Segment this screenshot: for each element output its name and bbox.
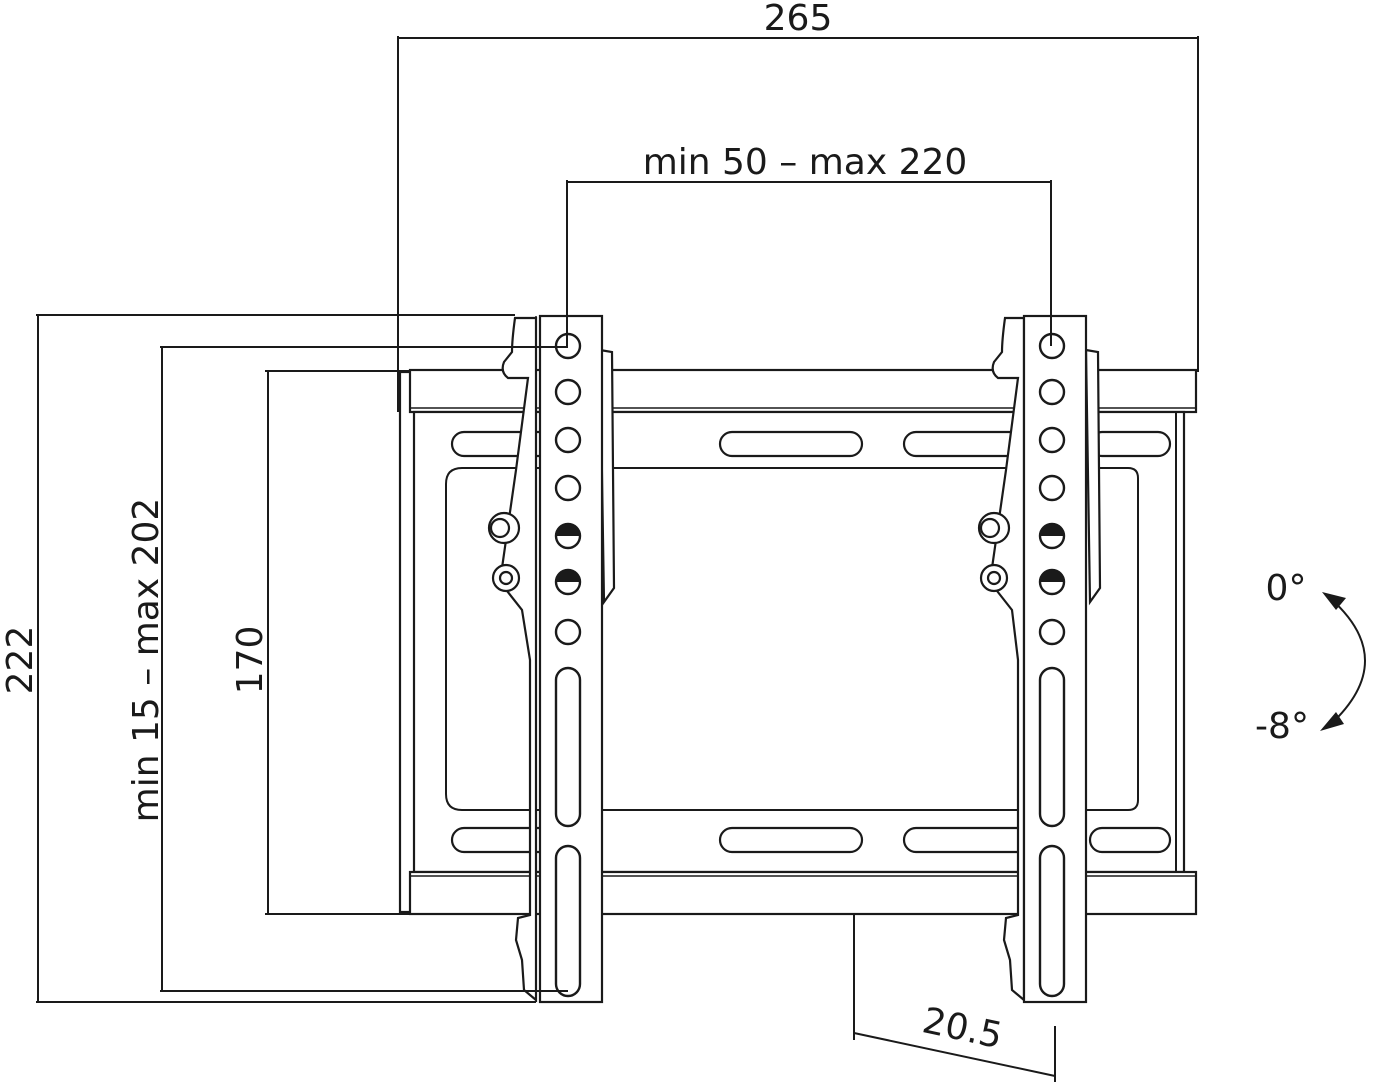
bolt-nut-icon bbox=[977, 511, 1011, 593]
dimension-wall-plate-height: 170 bbox=[230, 370, 410, 915]
wall-plate-height-label: 170 bbox=[230, 626, 271, 695]
tilt-top-label: 0° bbox=[1266, 568, 1307, 609]
wall-distance-label: 20.5 bbox=[919, 1000, 1006, 1057]
vesa-horizontal-label: min 50 – max 220 bbox=[643, 142, 968, 183]
bolt-nut-icon bbox=[487, 511, 521, 593]
dimension-overall-width: 265 bbox=[397, 0, 1199, 412]
dimension-overall-height: 222 bbox=[0, 314, 536, 1003]
dimension-vesa-vertical: min 15 – max 202 bbox=[126, 346, 568, 992]
arrowhead-icon bbox=[1322, 592, 1346, 610]
overall-width-label: 265 bbox=[764, 0, 833, 39]
tilt-bottom-label: -8° bbox=[1255, 706, 1309, 747]
dimension-vesa-horizontal: min 50 – max 220 bbox=[566, 142, 1052, 346]
arrowhead-icon bbox=[1320, 712, 1344, 731]
right-vesa-arm bbox=[977, 314, 1102, 1004]
vesa-vertical-label: min 15 – max 202 bbox=[126, 498, 167, 823]
left-vesa-arm bbox=[487, 314, 616, 1004]
overall-height-label: 222 bbox=[0, 626, 41, 695]
tilt-indicator: 0° -8° bbox=[1255, 568, 1366, 747]
